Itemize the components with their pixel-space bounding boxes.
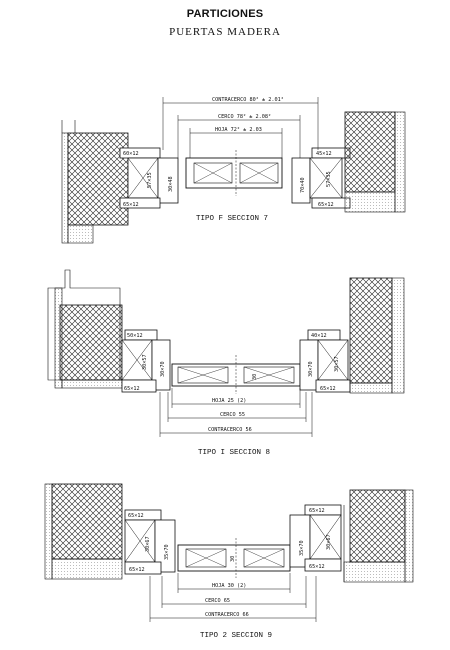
right-frame: 40×12 30×70 30×57 65×12 [299,329,351,393]
dim-hoja: HOJA 25 (2) [212,398,246,404]
dim-cerco: CERCO 55 [220,412,245,418]
dim-cerco: CERCO 65 [205,598,230,604]
label-right-jamb: 70×40 [300,177,306,193]
page-subtitle: PUERTAS MADERA [169,26,281,38]
label-left-top: 50×12 [127,333,143,339]
dim-contracerco: CONTRACERCO 56 [208,427,252,433]
label-right-top: 45×12 [316,151,332,157]
label-right-jamb2: 30×67 [326,534,332,550]
label-left-jamb2: 35×70 [164,544,170,560]
section-9: 65×12 30×67 35×70 65×12 30 65×12 35×70 3… [44,483,414,640]
section-caption: TIPO 2 SECCION 9 [200,632,272,640]
dimension-lines [159,388,313,437]
label-right-jamb2: 57×35 [326,171,332,187]
dimension-lines [149,573,317,622]
label-left-bottom: 65×12 [129,567,145,573]
label-left-top: 60×12 [123,151,139,157]
label-left-jamb2: 30×48 [168,176,174,192]
left-frame: 65×12 30×67 35×70 65×12 [124,509,176,575]
label-right-bottom: 65×12 [318,202,334,208]
section-caption: TIPO I SECCION 8 [198,449,270,457]
door-leaf [185,150,283,196]
dim-hoja: HOJA 30 (2) [212,583,246,589]
label-right-top: 65×12 [309,508,325,514]
label-right-top: 40×12 [311,333,327,339]
left-frame: 50×12 30×57 30×70 65×12 [121,329,171,393]
label-left-bottom: 65×12 [124,386,140,392]
label-right-bottom: 65×12 [309,564,325,570]
dim-hoja: HOJA 72² ± 2.03 [215,127,262,133]
label-left-jamb: 30×57 [142,354,148,370]
left-frame: 60×12 57×35 30×48 65×12 [119,147,179,209]
section-7: 60×12 57×35 30×48 65×12 45×12 70×40 57×3… [61,97,406,244]
right-frame: 65×12 35×70 30×67 65×12 [289,504,342,572]
dim-cerco: CERCO 78² ± 2.08² [218,114,271,120]
left-wall [44,483,123,580]
section-8: 50×12 30×57 30×70 65×12 30 40×12 30×70 3… [47,269,405,457]
label-right-jamb: 30×70 [308,361,314,377]
label-leaf-mid: 30 [252,374,258,380]
right-wall [344,111,406,213]
section-caption: TIPO F SECCION 7 [196,215,268,223]
label-right-bottom: 65×12 [320,386,336,392]
right-frame: 45×12 70×40 57×35 65×12 [291,147,351,209]
page-header: PARTICIONES PUERTAS MADERA [0,0,450,45]
left-wall [61,120,129,244]
label-left-jamb: 30×67 [145,536,151,552]
label-left-top: 65×12 [128,513,144,519]
right-wall [343,489,414,583]
right-wall [349,277,405,394]
label-left-jamb2: 30×70 [160,361,166,377]
label-leaf-mid: 30 [230,556,236,562]
door-leaf: 30 [177,538,291,578]
door-leaf: 30 [171,355,301,394]
dimension-lines [162,97,319,158]
dim-contracerco: CONTRACERCO 66 [205,612,249,618]
label-right-jamb2: 30×57 [334,356,340,372]
dim-contracerco: CONTRACERCO 80² ± 2.01² [212,97,284,103]
label-left-bottom: 65×12 [123,202,139,208]
left-wall [47,269,123,389]
label-right-jamb: 35×70 [299,540,305,556]
page-title: PARTICIONES [186,8,264,20]
label-left-jamb: 57×35 [147,172,153,188]
